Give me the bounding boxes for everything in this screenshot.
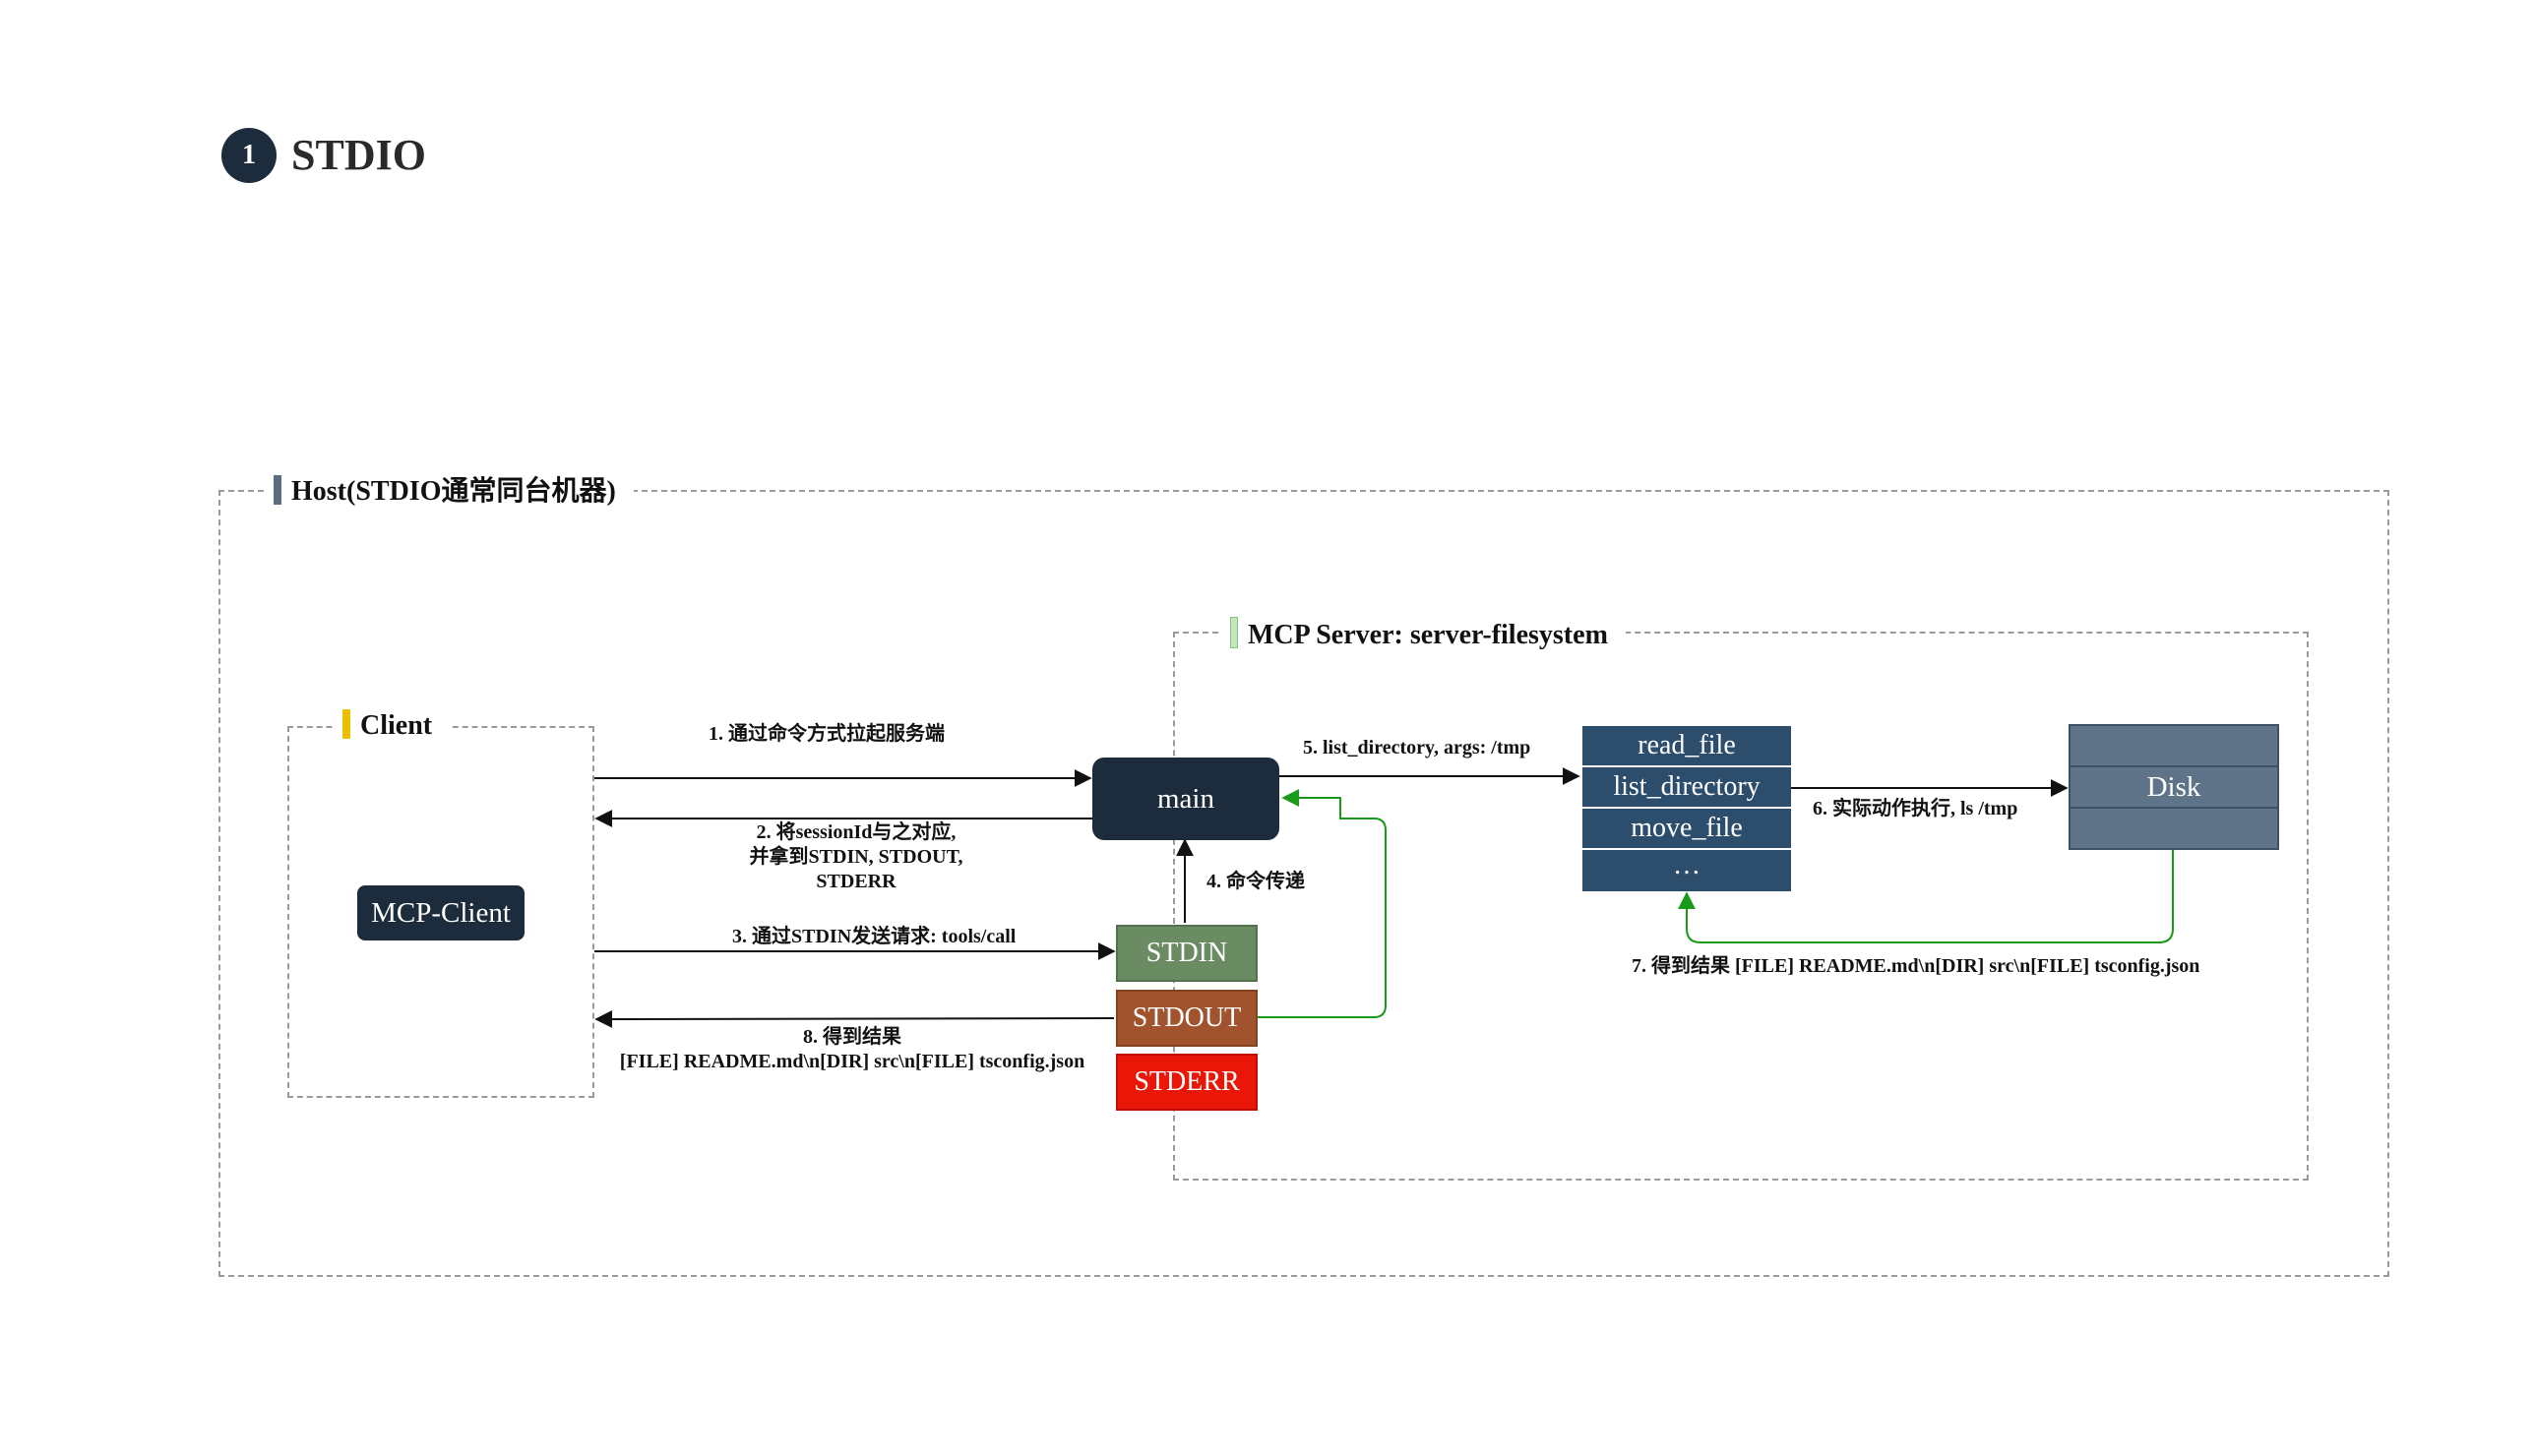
host-group-frame [218, 490, 2389, 1277]
label-step3: 3. 通过STDIN发送请求: tools/call [732, 926, 1017, 947]
host-group-marker [274, 475, 281, 505]
section-title: STDIO [291, 131, 426, 179]
label-step1: 1. 通过命令方式拉起服务端 [709, 723, 945, 745]
stdin-node: STDIN [1116, 925, 1258, 982]
client-group-marker [342, 709, 350, 739]
client-group-label: Client [333, 708, 451, 744]
server-group-frame [1173, 632, 2309, 1181]
disk-segment-bottom [2071, 809, 2277, 848]
label-step6: 6. 实际动作执行, ls /tmp [1813, 798, 2018, 819]
label-step8: 8. 得到结果 [FILE] README.md\n[DIR] src\n[FI… [588, 1025, 1116, 1074]
label-step2-line3: STDERR [816, 871, 897, 892]
label-step5: 5. list_directory, args: /tmp [1303, 737, 1531, 758]
label-step8-line1: 8. 得到结果 [803, 1026, 901, 1048]
label-step4: 4. 命令传递 [1206, 871, 1305, 892]
tool-more: … [1582, 850, 1791, 891]
edge-step8 [594, 1009, 1115, 1028]
disk-node: Disk [2069, 724, 2279, 850]
client-group-title: Client [360, 710, 433, 741]
label-step2: 2. 将sessionId与之对应, 并拿到STDIN, STDOUT, STD… [718, 820, 994, 894]
disk-segment-top [2071, 726, 2277, 767]
stderr-node: STDERR [1116, 1054, 1258, 1111]
disk-label: Disk [2071, 767, 2277, 809]
label-step2-line2: 并拿到STDIN, STDOUT, [749, 846, 963, 868]
tool-move-file: move_file [1582, 809, 1791, 850]
main-node: main [1092, 758, 1279, 840]
section-number-badge: 1 [221, 128, 277, 183]
tools-list: read_file list_directory move_file … [1582, 726, 1791, 891]
host-group-title: Host(STDIO通常同台机器) [291, 476, 616, 507]
host-group-label: Host(STDIO通常同台机器) [264, 474, 634, 510]
label-step8-line2: [FILE] README.md\n[DIR] src\n[FILE] tsco… [619, 1051, 1085, 1072]
tool-list-directory: list_directory [1582, 767, 1791, 809]
server-group-title: MCP Server: server-filesystem [1248, 620, 1608, 650]
edge-step7 [1678, 850, 2174, 943]
server-group-marker [1230, 617, 1238, 648]
label-step2-line1: 2. 将sessionId与之对应, [756, 821, 957, 843]
mcp-client-node: MCP-Client [357, 885, 525, 940]
label-step7: 7. 得到结果 [FILE] README.md\n[DIR] src\n[FI… [1632, 955, 2200, 977]
edge-stdout-to-main [1258, 789, 1387, 1018]
server-group-label: MCP Server: server-filesystem [1220, 617, 1626, 653]
stdout-node: STDOUT [1116, 990, 1258, 1047]
tool-read-file: read_file [1582, 726, 1791, 767]
